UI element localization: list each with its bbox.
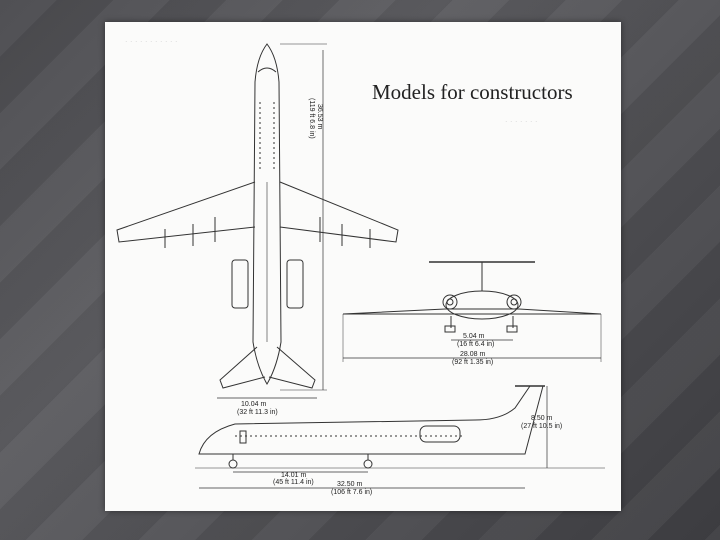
wingspan-label-m: 28.08 m — [460, 351, 485, 358]
aircraft-three-view-drawing: . . . . . . . . . . . . . . . . . . 36.5… — [116, 34, 605, 496]
tail-span-label-ft: (32 ft 11.3 in) — [237, 409, 278, 416]
length-label-ft: (119 ft 6.8 in) — [308, 98, 315, 139]
height-label-m: 8.50 m — [531, 415, 553, 422]
wheelbase-label-ft: (45 ft 11.4 in) — [273, 479, 314, 486]
svg-text:. . . . . . . . . . .: . . . . . . . . . . . — [125, 34, 178, 44]
wingspan-label-ft: (92 ft 1.35 in) — [452, 359, 493, 366]
slide-image: . . . . . . . . . . . . . . . . . . 36.5… — [105, 22, 621, 511]
wheelbase-label-m: 14.01 m — [281, 472, 306, 479]
length-label-m: 36.53 m — [316, 104, 323, 129]
slide-caption: Models for constructors — [372, 80, 573, 104]
tail-span-label-m: 10.04 m — [241, 401, 266, 408]
track-label-m: 5.04 m — [463, 333, 485, 340]
track-label-ft: (16 ft 6.4 in) — [457, 341, 494, 348]
side-view-aircraft — [198, 385, 545, 469]
front-view-aircraft — [342, 261, 602, 333]
side-length-label-m: 32.50 m — [337, 481, 362, 488]
top-view-aircraft — [116, 43, 399, 389]
side-length-label-ft: (106 ft 7.6 in) — [331, 489, 372, 496]
height-label-ft: (27 ft 10.5 in) — [521, 423, 562, 430]
svg-text:. . . . . . .: . . . . . . . — [505, 114, 538, 124]
